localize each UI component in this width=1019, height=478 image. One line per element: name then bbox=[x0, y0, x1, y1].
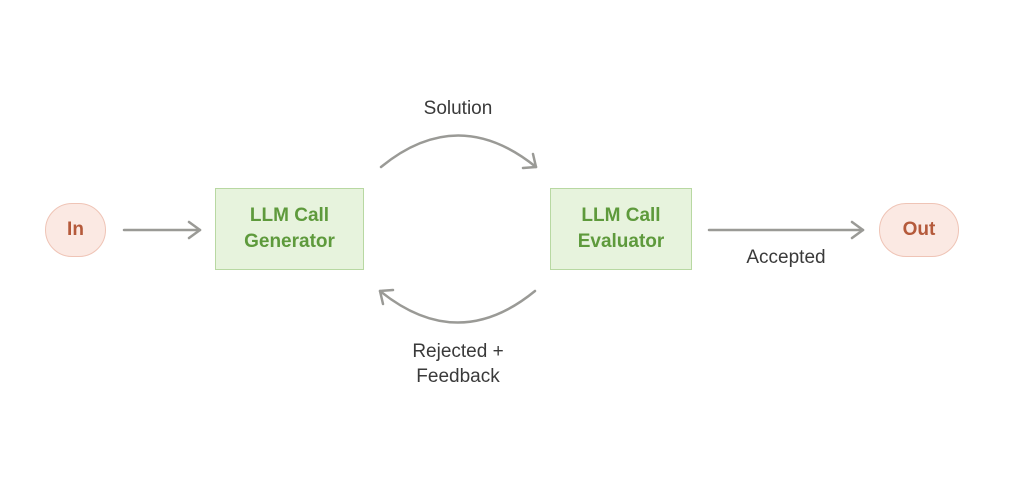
input-node-label: In bbox=[67, 219, 84, 240]
evaluator-node-role: Evaluator bbox=[577, 231, 665, 252]
solution-edge-label: Solution bbox=[423, 98, 493, 119]
arrow-in-to-generator bbox=[122, 220, 202, 240]
accepted-edge-label: Accepted bbox=[746, 247, 826, 268]
output-node-label: Out bbox=[902, 219, 936, 240]
output-node: Out bbox=[879, 203, 959, 257]
arrow-solution-arc bbox=[379, 134, 538, 170]
generator-node-role: Generator bbox=[244, 231, 335, 252]
evaluator-node-title: LLM Call bbox=[581, 205, 661, 226]
generator-node: LLM Call Generator bbox=[215, 188, 364, 270]
rejected-edge-label-line2: Feedback bbox=[416, 366, 500, 387]
arrow-rejected-arc bbox=[378, 288, 537, 324]
rejected-edge-label: Rejected + Feedback bbox=[390, 339, 526, 389]
input-node: In bbox=[45, 203, 106, 257]
evaluator-node: LLM Call Evaluator bbox=[550, 188, 692, 270]
arrow-evaluator-to-out bbox=[707, 220, 865, 240]
rejected-edge-label-line1: Rejected + bbox=[412, 341, 504, 362]
generator-node-title: LLM Call bbox=[249, 205, 330, 226]
